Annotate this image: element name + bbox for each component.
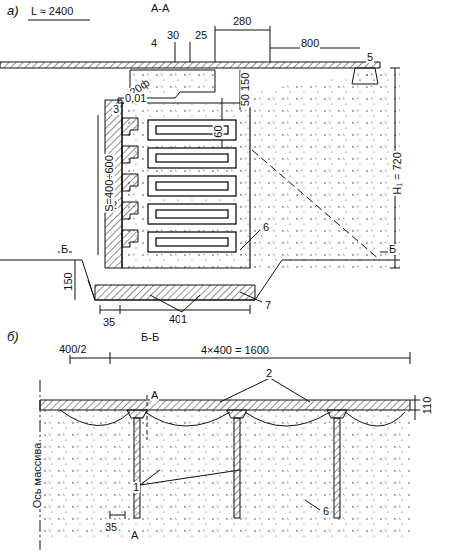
dimension-label: 50 150 <box>240 72 251 108</box>
rib <box>122 174 138 191</box>
dimension-label: L ≈ 2400 <box>30 6 74 17</box>
block-void <box>156 154 228 162</box>
dimension-label: 60 <box>213 124 224 138</box>
block-void <box>156 238 228 246</box>
anchor-rod <box>234 418 240 518</box>
wall-ribs <box>122 118 138 247</box>
dimension-label: Б <box>60 244 69 255</box>
anchor-rod <box>334 418 340 518</box>
view-letter: а) <box>6 4 20 17</box>
dimension-label: 800 <box>300 38 320 49</box>
dimension-label: А <box>150 390 159 401</box>
dimension-label: 2 <box>265 368 273 379</box>
dimension-label: 150 <box>63 271 74 291</box>
block <box>148 176 236 196</box>
view-letter: б) <box>6 330 20 343</box>
rib-head <box>127 410 147 418</box>
block <box>148 204 236 224</box>
block <box>148 120 236 140</box>
view-a <box>0 20 400 314</box>
dimension-label: Б <box>388 244 397 255</box>
rib <box>122 230 138 247</box>
block <box>148 148 236 168</box>
dimension-label: 5 <box>366 52 374 63</box>
dimension-label: Б-Б <box>140 332 160 343</box>
dimension-label: 400/2 <box>58 344 88 355</box>
dimension-label: 6 <box>262 222 270 233</box>
dimension-label: 4 <box>150 38 158 49</box>
dimension-label: Ось массива <box>32 442 43 510</box>
dimension-label: 3 <box>112 104 120 115</box>
dimension-label: 1 <box>132 482 140 493</box>
rib <box>122 202 138 219</box>
dimension-label: 35 <box>104 522 118 533</box>
plan-ribs <box>127 410 347 518</box>
dimension-label: 0,01 <box>124 93 147 104</box>
view-b <box>40 352 420 550</box>
dimension-label: S=400÷600 <box>104 154 115 213</box>
block-void <box>156 210 228 218</box>
rib <box>122 118 138 135</box>
dimension-label: 7 <box>264 300 272 311</box>
concrete-blocks <box>148 120 236 252</box>
rib <box>122 146 138 163</box>
dimension-label: Н₁ = 720 <box>392 151 403 196</box>
anchor-rod <box>134 418 140 518</box>
dimension-label: 1 <box>180 314 188 325</box>
dimension-label: 280 <box>232 16 252 27</box>
rib-head <box>327 410 347 418</box>
dimension-label: А-А <box>150 3 170 14</box>
dimension-label: 6 <box>322 506 330 517</box>
dimension-label: А <box>130 530 139 541</box>
rib-head <box>227 410 247 418</box>
dimension-label: 30 <box>166 30 180 41</box>
block-void <box>156 182 228 190</box>
dimension-label: 4×400 = 1600 <box>200 345 270 356</box>
dimension-label: 25 <box>194 30 208 41</box>
dimension-label: 35 <box>102 317 116 328</box>
block <box>148 232 236 252</box>
dimension-label: 110 <box>422 396 433 416</box>
